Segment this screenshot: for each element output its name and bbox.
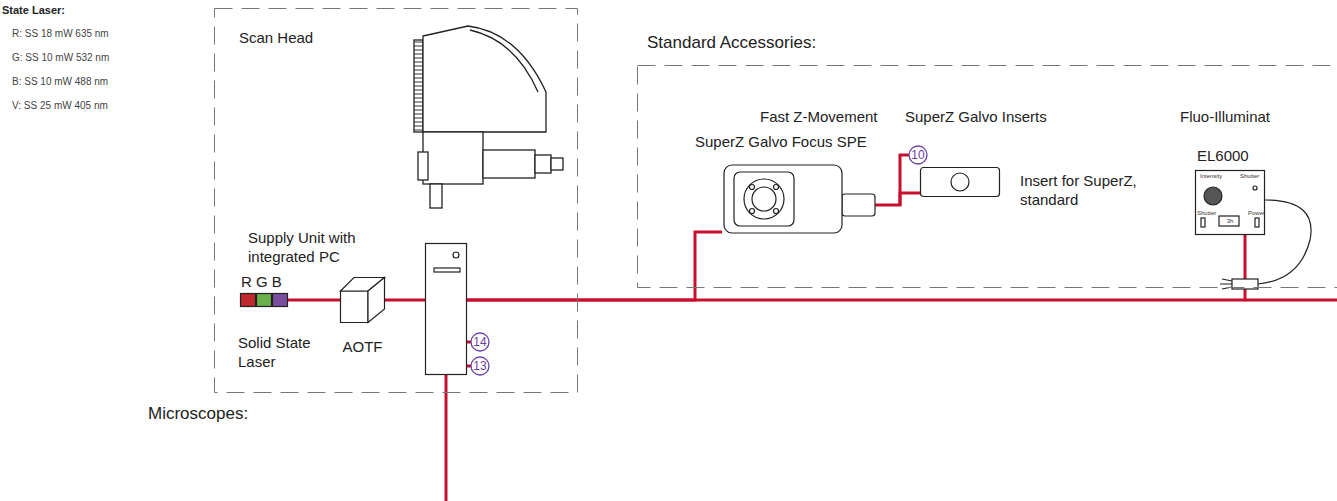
text-label: Shutter [1197,209,1216,218]
node-text: Scan Head [239,28,313,47]
insert-plate [921,168,1000,197]
text-label: Shutter [1240,172,1259,181]
superz-insert: Insert for SuperZ, standard [920,167,1000,197]
el6000-unit: EL6000 [1195,170,1265,235]
node-text: EL6000 [1197,146,1249,165]
dashed-region [638,66,1337,288]
shape-outline [920,167,1000,197]
callout-number: 13 [473,359,486,374]
callout-circles [471,146,927,375]
laser-swatches [241,294,288,307]
text-label: Microscopes: [148,404,248,424]
red-connector [288,299,340,302]
red-connector [467,235,1245,300]
accessories-region: Standard Accessories:SuperZ Galvo Focus … [637,65,1337,288]
tower-pc [426,244,467,375]
red-connector [875,193,920,205]
scan-head-illustration [414,26,563,208]
text-label: SuperZ Galvo Inserts [905,108,1047,126]
red-connector [385,299,425,302]
node-text: Standard Accessories: [647,33,816,52]
callout-number: 14 [473,335,486,350]
text-label: V: SS 25 mW 405 nm [12,99,108,112]
scan-head-region: Scan HeadSupply Unit with integrated PC R… [214,8,578,393]
text-label: Fast Z-Movement [760,108,878,126]
text-label: Intensity [1200,172,1222,181]
shape-outline [340,277,385,323]
galvo-device [724,165,875,233]
node-text: R G B [241,272,282,291]
text-label: Fluo-Illuminat [1180,108,1270,126]
supply-unit: Supply Unit with integrated PC [425,243,467,375]
node-text: Insert for SuperZ, standard [1020,171,1155,209]
galvo-focus-device: SuperZ Galvo Focus SPE [722,160,875,238]
shape-outline [240,293,288,307]
callout-number: 10 [911,148,924,163]
node-text: Solid State Laser [238,333,322,371]
red-wires [446,155,1337,501]
text-label: 3h [1227,217,1234,226]
shape-outline [425,243,467,375]
node-text: Supply Unit with integrated PC [248,228,418,266]
text-label: B: SS 10 mW 488 nm [12,75,108,88]
aotf-box: AOTF [340,277,385,323]
node-text: AOTF [330,337,395,356]
shape-outline [722,160,875,238]
text-label: G: SS 10 mW 532 nm [12,51,109,64]
text-label: Power [1248,209,1265,218]
laser-block: R G BSolid State Laser [240,293,288,307]
shape-outline [1195,170,1265,235]
dashed-region [215,9,578,393]
red-connector [467,232,722,300]
text-label: R: SS 18 mW 635 nm [12,27,109,40]
aotf-cube [341,278,385,323]
el6000-body [1196,171,1265,235]
node-text: SuperZ Galvo Focus SPE [695,132,867,151]
text-label: State Laser: [2,3,65,17]
